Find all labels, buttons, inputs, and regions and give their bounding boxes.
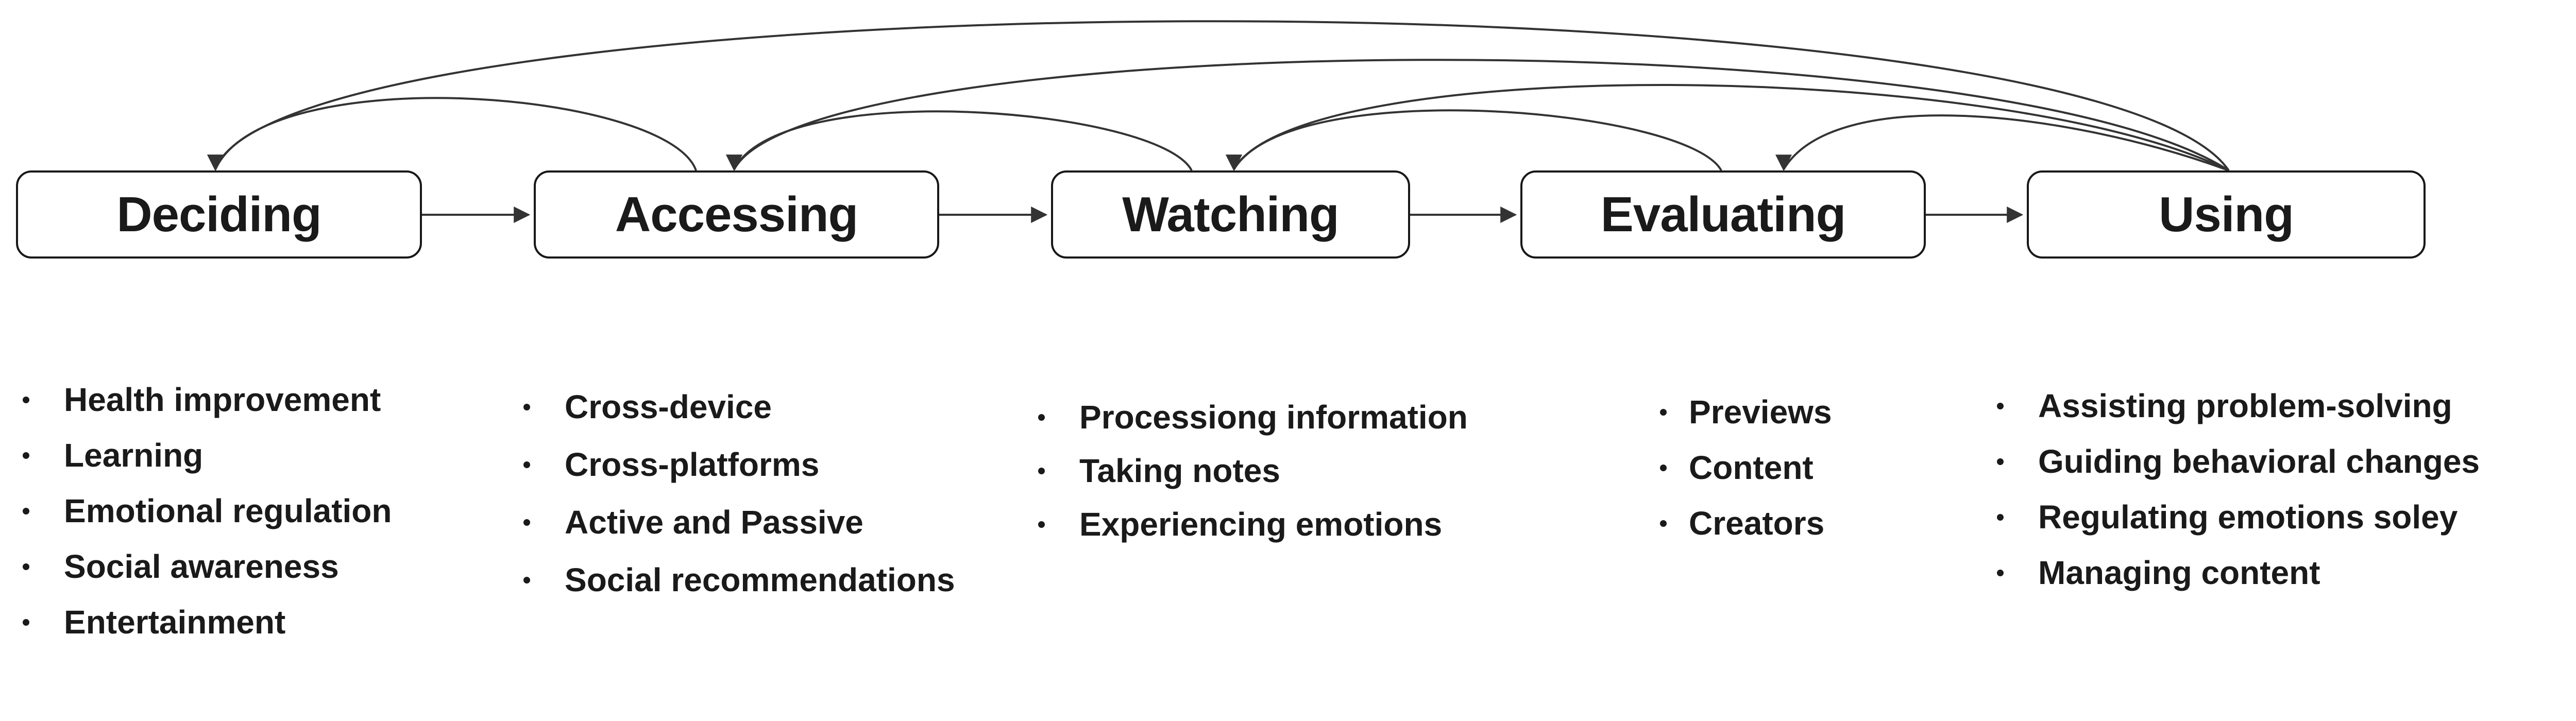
list-item: Cross-platforms <box>523 436 955 493</box>
list-item: Cross-device <box>523 378 955 436</box>
bullet-dot-icon <box>23 619 29 626</box>
bullet-dot-icon <box>1660 408 1667 416</box>
stage-label-accessing: Accessing <box>615 186 858 242</box>
bullet-dot-icon <box>523 519 530 526</box>
feedback-arrow-watching-to-accessing <box>726 110 1193 171</box>
stage-box-using: Using <box>2027 170 2426 259</box>
bullet-dot-icon <box>1038 467 1045 474</box>
bullet-dot-icon <box>1038 521 1045 528</box>
feedback-arrow-using-to-accessing <box>726 59 2230 171</box>
bullet-dot-icon <box>523 461 530 468</box>
bullet-list-deciding: Health improvement Learning Emotional re… <box>23 372 392 650</box>
bullet-dot-icon <box>23 563 29 570</box>
stage-label-using: Using <box>2159 186 2294 242</box>
bullet-list-watching: Processiong information Taking notes Exp… <box>1038 390 1468 551</box>
feedback-arrow-using-to-watching <box>1226 84 2229 171</box>
bullet-list-accessing: Cross-device Cross-platforms Active and … <box>523 378 955 609</box>
stage-label-watching: Watching <box>1122 186 1339 242</box>
list-item: Health improvement <box>23 372 392 427</box>
list-item: Emotional regulation <box>23 483 392 539</box>
list-item: Assisting problem-solving <box>1997 378 2480 434</box>
bullet-dot-icon <box>523 576 530 583</box>
bullet-dot-icon <box>1997 458 2004 465</box>
list-item: Processiong information <box>1038 390 1468 444</box>
feedback-arrow-accessing-to-deciding <box>207 97 697 171</box>
bullet-dot-icon <box>1997 513 2004 521</box>
bullet-dot-icon <box>1997 402 2004 409</box>
bullet-dot-icon <box>1660 464 1667 471</box>
bullet-dot-icon <box>1038 414 1045 421</box>
bullet-list-evaluating: Previews Content Creators <box>1660 384 1832 551</box>
bullet-dot-icon <box>1660 520 1667 527</box>
feedback-arrow-evaluating-to-watching <box>1226 109 1722 171</box>
list-item: Experiencing emotions <box>1038 497 1468 551</box>
bullet-dot-icon <box>23 507 29 514</box>
stage-box-deciding: Deciding <box>16 170 422 259</box>
stage-box-evaluating: Evaluating <box>1520 170 1926 259</box>
list-item: Regulating emotions soley <box>1997 489 2480 545</box>
feedback-arrow-using-to-deciding <box>207 20 2230 171</box>
stage-box-watching: Watching <box>1051 170 1410 259</box>
list-item: Managing content <box>1997 545 2480 600</box>
stage-label-evaluating: Evaluating <box>1600 186 1846 242</box>
list-item: Social awareness <box>23 539 392 594</box>
bullet-dot-icon <box>23 396 29 403</box>
bullet-dot-icon <box>523 403 530 410</box>
bullet-dot-icon <box>23 452 29 459</box>
list-item: Social recommendations <box>523 551 955 609</box>
list-item: Taking notes <box>1038 444 1468 497</box>
list-item: Active and Passive <box>523 493 955 551</box>
list-item: Learning <box>23 427 392 483</box>
stage-box-accessing: Accessing <box>534 170 939 259</box>
feedback-arrow-using-to-evaluating <box>1775 114 2229 171</box>
list-item: Entertainment <box>23 594 392 650</box>
stage-label-deciding: Deciding <box>116 186 321 242</box>
list-item: Creators <box>1660 495 1832 551</box>
list-item: Content <box>1660 440 1832 495</box>
list-item: Guiding behavioral changes <box>1997 434 2480 489</box>
bullet-list-using: Assisting problem-solving Guiding behavi… <box>1997 378 2480 600</box>
bullet-dot-icon <box>1997 569 2004 576</box>
list-item: Previews <box>1660 384 1832 440</box>
